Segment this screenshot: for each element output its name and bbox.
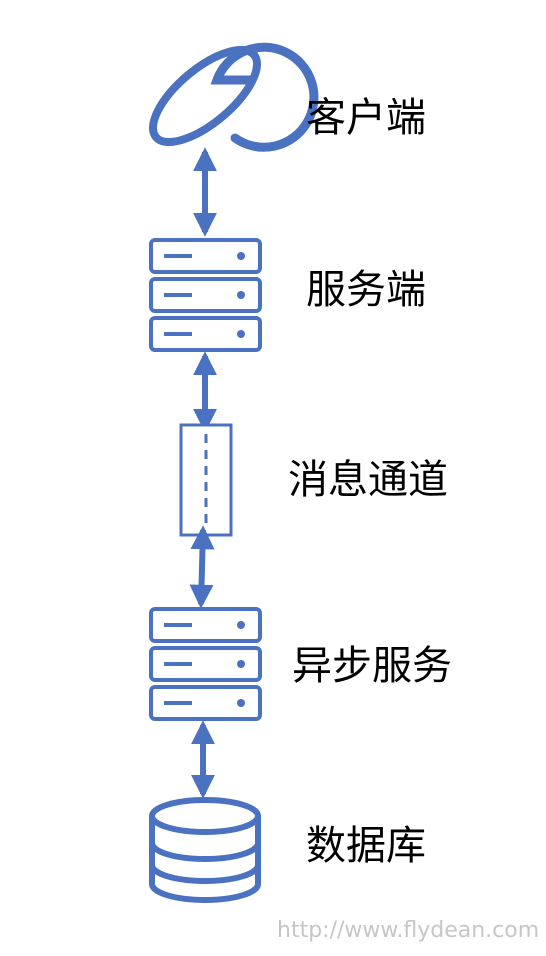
async-service-label: 异步服务 — [292, 643, 452, 689]
message-channel-label: 消息通道 — [288, 457, 448, 503]
globe-icon — [148, 42, 319, 152]
client-label: 客户端 — [306, 95, 426, 141]
server-label: 服务端 — [306, 267, 426, 313]
server-stack-icon — [149, 238, 262, 352]
arrow-channel-async — [189, 525, 215, 609]
server-stack-icon — [149, 607, 262, 721]
database-label: 数据库 — [306, 823, 426, 869]
database-icon — [149, 797, 261, 903]
watermark-url: http://www.flydean.com — [277, 918, 540, 943]
message-channel-icon — [179, 423, 233, 537]
